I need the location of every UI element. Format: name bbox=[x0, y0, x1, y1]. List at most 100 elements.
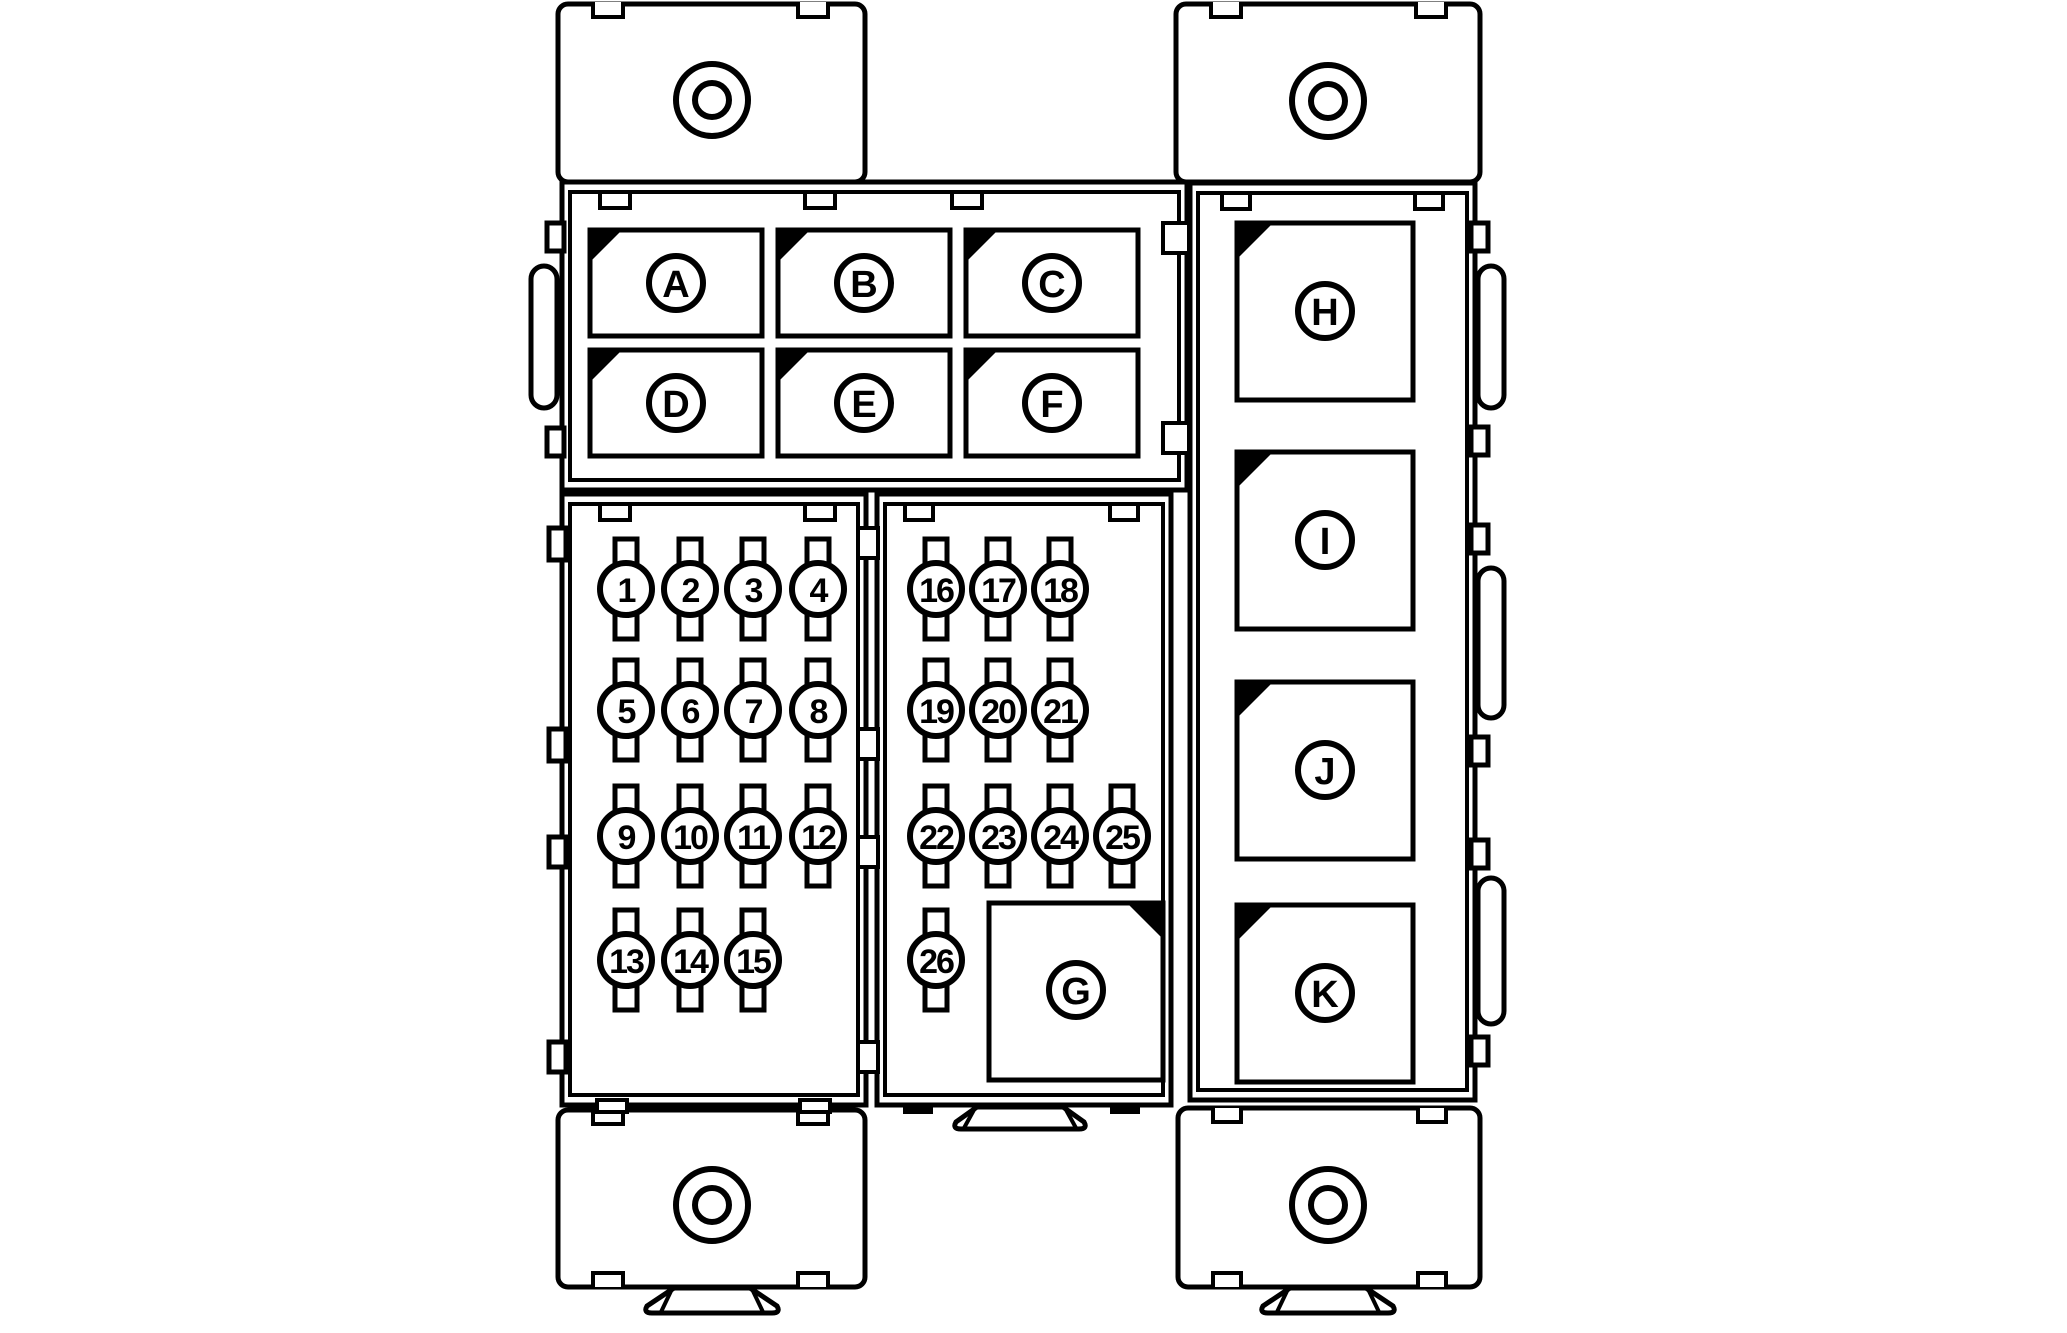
fuse-number: 20 bbox=[981, 693, 1016, 731]
side-bracket bbox=[1475, 875, 1507, 1027]
mounting-tab-bottom-left bbox=[555, 1107, 868, 1290]
fuse-number: 21 bbox=[1043, 693, 1078, 731]
fuse-number-circle bbox=[969, 807, 1027, 865]
fuse-number-circle bbox=[907, 931, 965, 989]
fuse-number: 3 bbox=[745, 572, 763, 610]
relay-K: K bbox=[1234, 902, 1416, 1085]
fuse-number-circle bbox=[597, 681, 655, 739]
bottom-feet bbox=[643, 1104, 1397, 1316]
relay-E: E bbox=[775, 347, 953, 459]
gap-interlock bbox=[856, 526, 880, 560]
fuse-number: 26 bbox=[919, 943, 954, 981]
fuse-number: 22 bbox=[919, 819, 954, 857]
side-clip bbox=[544, 425, 567, 459]
fuse-number-circle bbox=[724, 931, 782, 989]
key-corner-icon bbox=[1237, 905, 1273, 941]
fuse-number-circle bbox=[907, 560, 965, 618]
fuse-3: 3 bbox=[724, 536, 782, 642]
fuse-number-circle bbox=[724, 681, 782, 739]
key-corner-icon bbox=[590, 230, 622, 262]
fuse-number-circle bbox=[661, 807, 719, 865]
side-clip bbox=[544, 220, 567, 254]
relay-letter: I bbox=[1320, 521, 1331, 563]
relay-letter-circle bbox=[1295, 963, 1355, 1023]
side-clip bbox=[546, 834, 569, 870]
edge-notch bbox=[903, 506, 935, 522]
edge-notch bbox=[598, 506, 632, 522]
fuse-number-circle bbox=[661, 560, 719, 618]
side-bracket bbox=[1475, 263, 1507, 411]
relay-outline bbox=[775, 227, 953, 339]
fuse-number: 4 bbox=[810, 572, 829, 610]
mounting-tab-top-left bbox=[555, 1, 868, 185]
fuse-number: 5 bbox=[618, 693, 636, 731]
fuse-12: 12 bbox=[789, 783, 847, 889]
edge-notch bbox=[595, 1098, 629, 1114]
fuse-11: 11 bbox=[724, 783, 782, 889]
bottom-connector-ribs bbox=[962, 1107, 1078, 1129]
fuse-number: 12 bbox=[801, 819, 836, 857]
bottom-mark bbox=[903, 1105, 933, 1114]
fuse-26: 26 bbox=[907, 907, 965, 1013]
bolt-hole-icon bbox=[692, 80, 732, 120]
edge-notch bbox=[798, 1098, 832, 1114]
foot-right-ribs bbox=[1275, 1288, 1381, 1313]
mount-notch bbox=[591, 2, 625, 19]
fuse-number: 17 bbox=[981, 572, 1016, 610]
gap-interlock bbox=[856, 835, 880, 869]
fuse-24: 24 bbox=[1031, 783, 1089, 889]
relay-letter: G bbox=[1061, 971, 1091, 1013]
fuse-number-circle bbox=[969, 560, 1027, 618]
fuse-number: 11 bbox=[737, 819, 770, 857]
relay-letter-circle bbox=[1295, 510, 1355, 570]
fuse-number: 2 bbox=[682, 572, 700, 610]
side-clip bbox=[1468, 1034, 1491, 1068]
fuse-14: 14 bbox=[661, 907, 719, 1013]
side-bracket bbox=[528, 263, 560, 411]
relay-letter-circle bbox=[1295, 740, 1355, 800]
side-clip bbox=[1468, 734, 1491, 768]
relay-H: H bbox=[1234, 220, 1416, 403]
fuse-16: 16 bbox=[907, 536, 965, 642]
relay-letter-circle bbox=[834, 373, 894, 433]
fuse-number-circle bbox=[1031, 560, 1089, 618]
fuse-number-circle bbox=[597, 560, 655, 618]
fuse-10: 10 bbox=[661, 783, 719, 889]
mount-notch bbox=[796, 1271, 830, 1287]
fuse-number-circle bbox=[907, 807, 965, 865]
relay-letter: J bbox=[1314, 751, 1335, 793]
fuse-number: 14 bbox=[673, 943, 709, 981]
relay-letter-circle bbox=[1022, 373, 1082, 433]
relay-outline bbox=[986, 900, 1166, 1083]
fuse-15: 15 bbox=[724, 907, 782, 1013]
gap-interlock bbox=[1161, 421, 1191, 455]
bottom-mark bbox=[1110, 1105, 1140, 1114]
mounting-tab-bottom-right bbox=[1175, 1105, 1483, 1290]
side-clip bbox=[1468, 220, 1491, 254]
fuse-number: 9 bbox=[618, 819, 636, 857]
mount-notch bbox=[1211, 1108, 1243, 1124]
relay-D: D bbox=[587, 347, 765, 459]
fuse-6: 6 bbox=[661, 657, 719, 763]
fuse-22: 22 bbox=[907, 783, 965, 889]
fuse-7: 7 bbox=[724, 657, 782, 763]
mount-notch bbox=[1416, 1108, 1448, 1124]
fuse-1: 1 bbox=[597, 536, 655, 642]
fuse-number: 25 bbox=[1105, 819, 1140, 857]
edge-notch bbox=[1220, 195, 1252, 211]
fuse-5: 5 bbox=[597, 657, 655, 763]
housing-lip bbox=[568, 190, 1181, 482]
mount-notch bbox=[1209, 2, 1243, 19]
mount-notch bbox=[1211, 1271, 1243, 1287]
fuse-number: 8 bbox=[810, 693, 828, 731]
fuse-number-circle bbox=[789, 807, 847, 865]
relay-B: B bbox=[775, 227, 953, 339]
relay-letter: K bbox=[1311, 974, 1339, 1016]
fuse-number-circle bbox=[597, 807, 655, 865]
edge-notch bbox=[950, 194, 984, 210]
fuse-21: 21 bbox=[1031, 657, 1089, 763]
fuse-number: 16 bbox=[919, 572, 954, 610]
fuse-17: 17 bbox=[969, 536, 1027, 642]
